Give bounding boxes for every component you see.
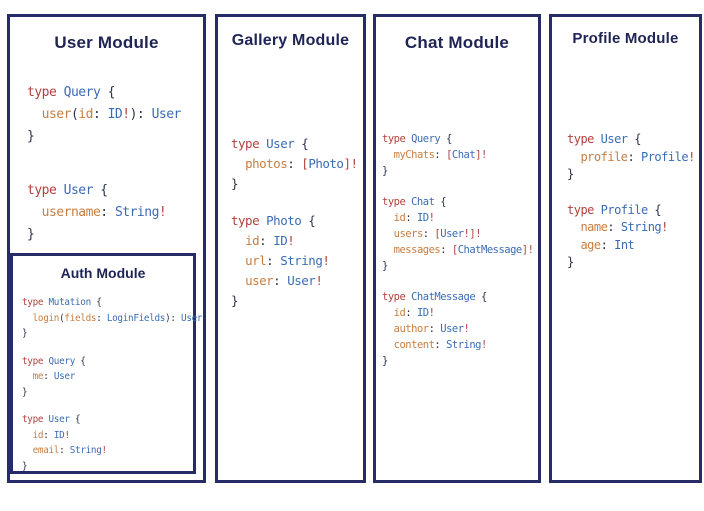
code-line: } — [27, 227, 35, 242]
graphql-code-block: type Query { user(id: ID!): User} — [27, 82, 181, 148]
code-line: type User { — [27, 183, 108, 198]
code-line: type Profile { — [567, 202, 662, 217]
code-line: type User { — [567, 132, 641, 146]
code-area-chat: type Query { myChats: [Chat]!}type Chat … — [382, 131, 534, 369]
code-line: id: ID! — [245, 233, 295, 248]
code-line: id: ID! — [393, 212, 435, 224]
code-line: type Chat { — [382, 196, 447, 208]
graphql-code-block: type Query { me: User} — [22, 354, 202, 401]
code-line: type User { — [22, 414, 81, 425]
module-panel-user: User Module type Query { user(id: ID!): … — [7, 14, 206, 483]
graphql-code-block: type Profile { name: String! age: Int} — [567, 202, 695, 272]
code-line: type Query { — [382, 133, 452, 145]
code-line: login(fields: LoginFields): User — [32, 312, 203, 324]
code-line: } — [567, 255, 574, 269]
graphql-code-block: type User { username: String!} — [27, 180, 181, 246]
code-line: profile: Profile! — [580, 149, 695, 164]
module-panel-profile: Profile Module type User { profile: Prof… — [549, 14, 702, 483]
graphql-code-block: type User { photos: [Photo]!} — [231, 134, 358, 194]
code-line: id: ID! — [32, 429, 70, 441]
code-line: name: String! — [580, 220, 668, 234]
code-line: id: ID! — [393, 307, 435, 319]
graphql-code-block: type Mutation { login(fields: LoginField… — [22, 295, 203, 342]
module-panel-auth: Auth Module type Mutation { login(fields… — [10, 253, 203, 474]
code-line: messages: [ChatMessage]! — [393, 244, 534, 256]
code-line: } — [22, 386, 28, 398]
code-line: user: User! — [245, 273, 323, 288]
graphql-code-block: type Photo { id: ID! url: String! user: … — [231, 211, 358, 311]
graphql-code-block: type ChatMessage { id: ID! author: User!… — [382, 289, 533, 369]
code-line: age: Int — [580, 237, 635, 252]
graphql-code-block: type User { id: ID! email: String!} — [22, 412, 202, 474]
module-panel-chat: Chat Module type Query { myChats: [Chat]… — [373, 14, 541, 483]
code-line: myChats: [Chat]! — [393, 149, 488, 161]
code-area-user: type Query { user(id: ID!): User}type Us… — [27, 82, 181, 246]
code-line: users: [User!]! — [393, 228, 482, 240]
code-line: type Query { — [27, 85, 115, 100]
code-line: } — [22, 460, 28, 472]
code-line: author: User! — [393, 323, 470, 335]
graphql-code-block: type Chat { id: ID! users: [User!]! mess… — [382, 194, 534, 274]
graphql-code-block: type Query { myChats: [Chat]!} — [382, 131, 533, 179]
code-line: } — [567, 167, 574, 181]
module-title-auth: Auth Module — [60, 265, 146, 281]
code-area-gallery: type User { photos: [Photo]!}type Photo … — [231, 134, 358, 311]
code-line: } — [22, 328, 28, 339]
code-line: type Query { — [22, 355, 86, 367]
code-line: type Mutation { — [22, 297, 102, 308]
module-title-user: User Module — [54, 33, 159, 52]
code-line: type ChatMessage { — [382, 291, 487, 303]
module-title-gallery: Gallery Module — [231, 32, 350, 49]
graphql-code-block: type User { profile: Profile!} — [567, 131, 695, 184]
code-line: } — [382, 355, 388, 367]
code-line: } — [382, 165, 388, 177]
code-line: user(id: ID!): User — [41, 107, 182, 122]
code-line: type User { — [231, 136, 309, 151]
code-line: email: String! — [32, 445, 108, 456]
code-line: } — [382, 260, 388, 272]
code-line: me: User — [32, 371, 76, 382]
code-area-auth: type Mutation { login(fields: LoginField… — [22, 295, 203, 474]
module-title-chat: Chat Module — [404, 33, 510, 52]
code-line: } — [27, 129, 35, 144]
code-line: } — [231, 293, 239, 308]
module-title-profile: Profile Module — [572, 30, 679, 47]
code-line: photos: [Photo]! — [245, 156, 358, 171]
code-line: content: String! — [393, 339, 488, 351]
code-line: url: String! — [245, 253, 330, 268]
code-area-profile: type User { profile: Profile!}type Profi… — [567, 131, 695, 272]
code-line: } — [231, 176, 239, 191]
code-line: type Photo { — [231, 213, 316, 228]
module-panel-gallery: Gallery Module type User { photos: [Phot… — [215, 14, 366, 483]
code-line: username: String! — [41, 205, 167, 220]
